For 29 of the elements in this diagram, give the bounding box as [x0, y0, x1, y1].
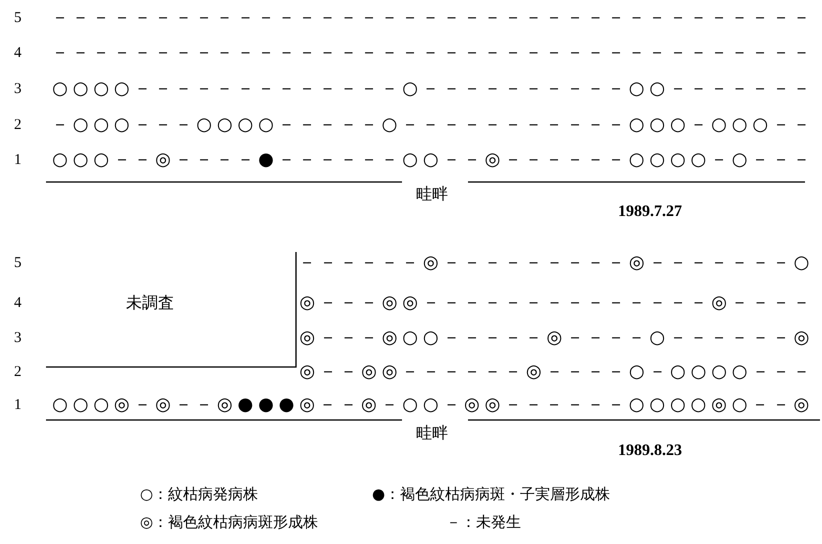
area-label: 畦畔	[416, 423, 448, 443]
row-number: 3	[14, 80, 22, 99]
survey-date: 1989.7.27	[618, 202, 682, 222]
legend-entry: －：未発生	[446, 512, 521, 532]
row-number: 4	[14, 294, 22, 313]
row-number: 1	[14, 396, 22, 415]
legend-entry: ◎：褐色紋枯病病斑形成株	[140, 512, 318, 532]
plant-symbol-row-text: ◎－－－◎◎－－－－－－－－－－－－－－◎－－－－	[298, 291, 812, 315]
row-number: 2	[14, 363, 22, 382]
plant-symbol-row-text: －○○○－－－○○○○－－－－－○－－－－－－－－－－－○○○－○○○－－	[50, 113, 812, 137]
legend-entry: ●：褐色紋枯病病斑・子実層形成株	[372, 484, 610, 504]
plant-symbol-row-text: ○○○○－－－－－－－－－－－－－○－－－－－－－－－－○○－－－－－－－	[51, 77, 812, 101]
area-label: 畦畔	[416, 184, 448, 204]
plant-symbol-row-text: －－－－－－－－－－－－－－－－－－－－－－－－－－－－－－－－－－－－－	[50, 41, 812, 65]
row-number: 5	[14, 9, 22, 28]
row-number: 4	[14, 44, 22, 63]
plant-symbol-row-text: －－－－－－◎－－－－－－－－－◎－－－－－－－○	[297, 251, 810, 275]
plant-symbol-row-text: －－－－－－－－－－－－－－－－－－－－－－－－－－－－－－－－－－－－－	[50, 6, 812, 30]
plant-symbol-row-text: ◎－－－◎○○－－－－－◎－－－－○－－－－－－◎	[298, 326, 810, 350]
legend-entry: ○：紋枯病発病株	[140, 484, 258, 504]
row-number: 5	[14, 254, 22, 273]
row-number: 2	[14, 116, 22, 135]
plant-symbol-row-text: ○○○◎－◎－－◎●●●◎－－◎－○○－◎◎－－－－－－○○○○◎○－－◎	[51, 393, 810, 417]
row-number: 3	[14, 329, 22, 348]
row-number: 1	[14, 151, 22, 170]
plant-symbol-row-text: ◎－－◎◎－－－－－－◎－－－－○－○○○○－－－	[298, 360, 812, 384]
survey-date: 1989.8.23	[618, 441, 682, 461]
area-label: 未調査	[126, 293, 174, 313]
plant-symbol-row-text: ○○○－－◎－－－－●－－－－－－○○－－◎－－－－－－○○○○－○－－－	[51, 148, 812, 172]
